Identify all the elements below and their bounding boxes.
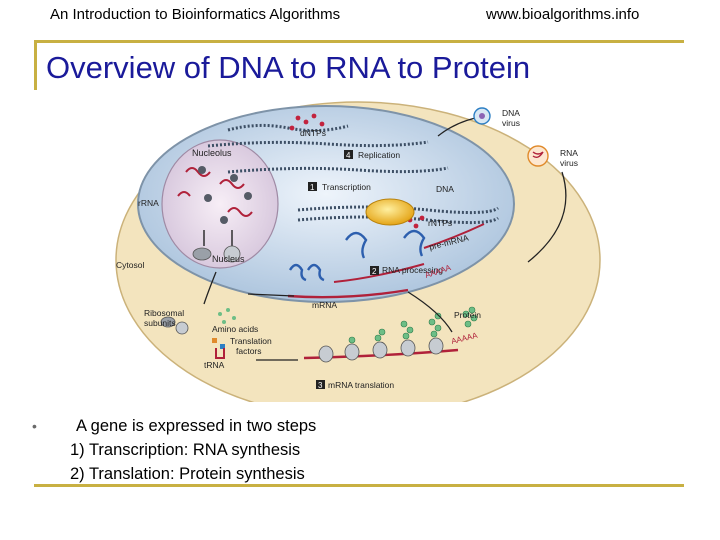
title-side-rule [34,40,37,90]
ribosomal-subunits-cytosol [160,316,189,335]
label-rna-virus-1: RNA [560,148,578,158]
footer-rule [34,484,684,487]
flow-arrows [203,115,567,361]
dna-virus-icon [473,107,491,125]
bullet-main-text: A gene is expressed in two steps [76,417,317,435]
bullet-step-2: 2) Translation: Protein synthesis [70,465,305,483]
label-ribosomal-1: Ribosomal [144,308,184,318]
bullet-step-1: 1) Transcription: RNA synthesis [70,441,301,459]
label-trna: tRNA [204,360,225,370]
rna-virus-icon [527,145,549,167]
translation-factor-squares [212,338,225,349]
step-3-number: 3 [318,381,323,390]
label-mrna: mRNA [312,300,337,310]
header-website: www.bioalgorithms.info [486,6,640,23]
dna-strand-replication-b [207,140,429,148]
trna-shape [215,348,225,359]
dna-strand-replication-a [227,123,349,133]
label-transcription: Transcription [322,182,371,192]
label-ribosomal-2: subunits [144,318,176,328]
label-protein: Protein [454,310,481,320]
protein-chains [348,306,478,344]
polysome-ribosomes [318,337,444,363]
title-rule [34,40,684,43]
bullet-marker: • [32,418,37,434]
rrna-strands [177,167,253,217]
label-mrna-translation: mRNA translation [328,380,394,390]
rna-polymerase [365,198,415,226]
label-rna-processing: RNA processing [382,265,443,275]
dntp-dots [289,113,325,131]
pre-mrna-curls [345,223,485,259]
header-course-title: An Introduction to Bioinformatics Algori… [50,6,341,23]
label-dna: DNA [436,184,454,194]
label-rna-virus-2: virus [560,158,578,168]
label-dna-virus-1: DNA [502,108,520,118]
ribosome-subunits-nucleolus [192,245,241,263]
dna-rna-protein-figure: 4 1 2 3 dNTPs Replication Nucleolus rRNA… [115,101,601,402]
step-boxes [308,150,379,389]
label-replication: Replication [358,150,400,160]
label-cytosol: Cytosol [116,260,144,270]
label-translation-factors-1: Translation [230,336,272,346]
step-1-number: 1 [310,183,315,192]
dna-strand-transcription-b [297,205,499,215]
nucleolus-arrows [203,230,233,246]
label-dntps: dNTPs [300,128,326,138]
label-nucleolus: Nucleolus [192,148,232,158]
dna-strand-transcription-a [227,166,449,174]
amino-acid-dots [218,308,236,324]
nucleolus-granules [198,166,252,224]
nucleolus-body [161,139,279,269]
mrna-cytosol [287,288,409,299]
label-dna-virus-2: virus [502,118,520,128]
step-4-number: 4 [346,151,351,160]
label-translation-factors-2: factors [236,346,262,356]
label-rrna: rRNA [138,198,159,208]
label-ntps: rNTPs [428,218,452,228]
slide-title: Overview of DNA to RNA to Protein [46,50,531,85]
step-2-number: 2 [372,267,377,276]
processed-mrna [288,263,425,283]
label-nucleus: Nucleus [212,254,245,264]
label-amino-acids: Amino acids [212,324,258,334]
